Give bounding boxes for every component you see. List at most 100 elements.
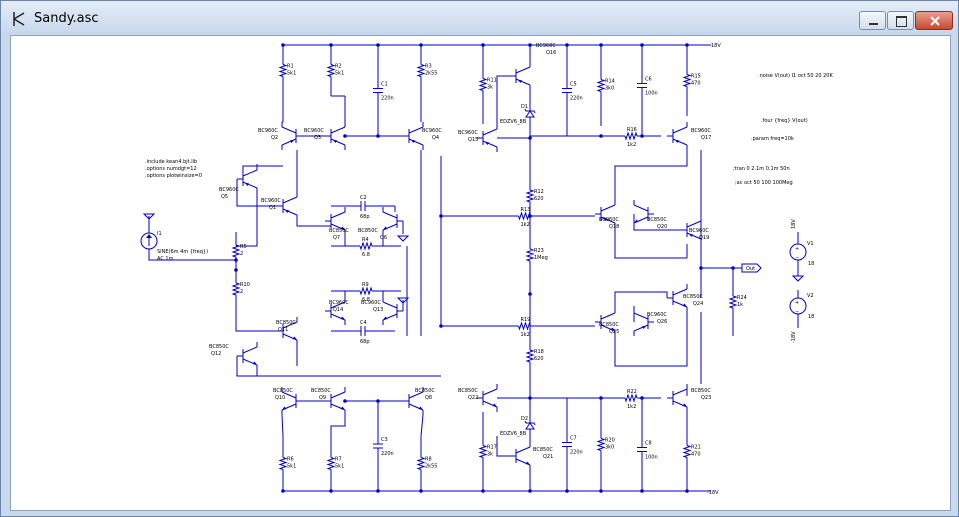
four-directive[interactable]: .four {freq} V(out) — [761, 118, 808, 124]
resistor-value: 2k55 — [425, 71, 437, 77]
resistor-r4[interactable]: R46.8 — [331, 237, 401, 258]
resistor-r9[interactable]: R96.8 — [331, 282, 401, 303]
transistor-model: BC960C — [304, 128, 324, 134]
minimize-button[interactable] — [859, 11, 886, 30]
close-button[interactable] — [915, 11, 953, 30]
transistor-model: BC850C — [458, 388, 478, 394]
title-bar[interactable]: Sandy.asc — [1, 1, 958, 35]
transistor-ref: Q6 — [380, 235, 387, 241]
out-net-flag[interactable] — [741, 263, 762, 273]
noise-directive[interactable]: .noise V(out) I1 oct 50 20 20K — [758, 73, 833, 79]
include-directive[interactable]: .include kean4.bjt.lib — [145, 159, 197, 165]
wire — [148, 249, 236, 261]
resistor-ref: R4 — [362, 237, 369, 243]
transistor-ref: Q9 — [319, 395, 326, 401]
options-numdgt-directive[interactable]: .options numdgt=12 — [145, 166, 197, 172]
resistor-value: 1k2 — [627, 404, 636, 410]
transistor-model: BC850C — [691, 388, 711, 394]
resistor-ref: R12 — [534, 189, 544, 195]
options-plotwinsize-directive[interactable]: .options plotwinsize=0 — [145, 173, 202, 179]
wires — [148, 44, 742, 492]
wire — [614, 312, 688, 367]
tran-directive[interactable]: ;tran 0 2.1m 0.1m 50n — [733, 166, 790, 172]
maximize-button[interactable] — [887, 11, 914, 30]
wire — [281, 414, 284, 437]
current-source-i1[interactable] — [140, 232, 158, 250]
resistor-ref: R13 — [521, 207, 531, 213]
transistor-model: BC960C — [458, 130, 478, 136]
voltage-source-v2[interactable]: +− — [789, 290, 807, 328]
resistor-r5[interactable]: R52 — [231, 232, 247, 270]
param-directive[interactable]: .param freq=10k — [751, 136, 794, 142]
pos-rail-label: 18V — [711, 43, 721, 49]
ac-directive[interactable]: ;ac oct 50 100 100Meg — [735, 180, 793, 186]
schematic[interactable]: R15k1R25k1R32k55C1220nBC960CQ2BC960CQ3BC… — [11, 36, 950, 510]
resistor-ref: R5 — [240, 244, 247, 250]
v2-ref: V2 — [807, 293, 814, 299]
junction-dot — [439, 214, 443, 218]
transistor-ref: Q5 — [221, 194, 228, 200]
voltage-source-v1[interactable]: +− — [789, 232, 807, 276]
capacitor-ref: C1 — [381, 82, 388, 88]
resistor-ref: R14 — [605, 79, 615, 85]
capacitor-ref: C3 — [381, 437, 388, 443]
